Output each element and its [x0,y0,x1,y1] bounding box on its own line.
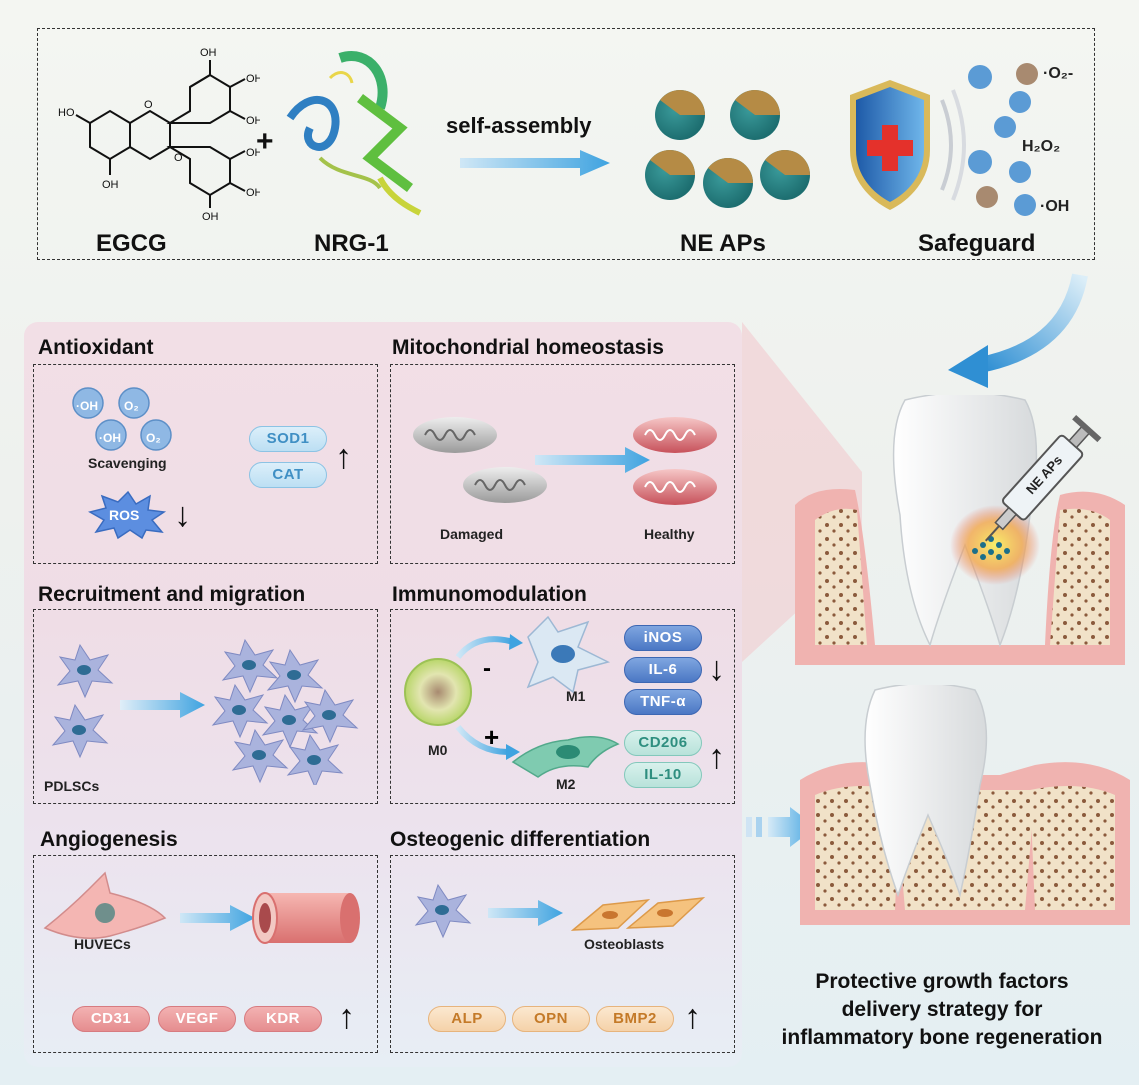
angio-up-arrow: ↑ [338,998,355,1036]
mitochondria-diagram [413,417,717,505]
immuno-title: Immunomodulation [392,583,587,606]
ros-down-arrow: ↓ [174,496,191,534]
strategy-line-2: delivery strategy for [841,998,1043,1021]
safeguard-label: Safeguard [918,230,1036,257]
stem-cells-diagram [51,638,359,785]
nrg1-protein-structure [286,51,422,216]
svg-text:O: O [144,99,153,111]
osteogenesis-diagram [414,883,706,939]
m2-label: M2 [556,776,576,792]
marker-il10: IL-10 [624,762,702,788]
m0-label: M0 [428,742,448,758]
arrow-self-assembly-icon [460,150,610,176]
hydroxyl-label: ·OH [1040,198,1070,215]
marker-bmp2: BMP2 [596,1006,674,1032]
mito-title: Mitochondrial homeostasis [392,336,664,359]
svg-text:O: O [174,152,183,164]
top-panel [37,28,1095,260]
m1-label: M1 [566,688,586,704]
damaged-label: Damaged [440,526,504,542]
inflamed-tooth-illustration [795,395,1125,665]
minus-sign: - [483,655,491,682]
marker-cat: CAT [249,462,327,488]
recruit-box [33,609,378,804]
radical-o2-1: O₂ [124,399,139,413]
marker-opn: OPN [512,1006,590,1032]
svg-text:OH: OH [102,179,119,191]
antioxidant-up-arrow: ↑ [335,438,352,476]
m2-up-arrow: ↑ [708,738,725,776]
healthy-tooth-illustration [800,685,1130,925]
plus-sign: + [256,125,274,158]
marker-cd31: CD31 [72,1006,150,1032]
marker-inos: iNOS [624,625,702,651]
osteoblasts-label: Osteoblasts [584,936,665,952]
marker-sod1: SOD1 [249,426,327,452]
radical-o2-2: O₂ [146,431,161,445]
egcg-label: EGCG [96,230,167,257]
svg-text:OH: OH [246,147,260,159]
svg-text:OH: OH [246,115,260,127]
pdlscs-label: PDLSCs [44,778,100,794]
recruit-title: Recruitment and migration [38,583,306,606]
ne-aps-nanoparticles [645,90,810,208]
ros-burst-icon [88,490,167,540]
osteo-up-arrow: ↑ [684,998,701,1036]
macrophage-diagram [404,615,620,778]
curved-arrow-icon [948,273,1088,388]
nrg1-label: NRG-1 [314,230,389,257]
marker-il6: IL-6 [624,657,702,683]
ros-molecules-icon [968,63,1038,216]
radical-oh-1: ·OH [76,399,98,413]
svg-text:OH: OH [202,211,219,223]
antioxidant-title: Antioxidant [38,336,154,359]
healthy-label: Healthy [644,526,695,542]
angiogenesis-diagram [43,871,360,944]
osteo-box [390,855,735,1053]
m1-down-arrow: ↓ [708,650,725,688]
radical-oh-2: ·OH [99,431,121,445]
svg-text:OH: OH [246,187,260,199]
scavenging-label: Scavenging [88,455,167,471]
marker-alp: ALP [428,1006,506,1032]
marker-cd206: CD206 [624,730,702,756]
peroxide-label: H₂O₂ [1022,138,1061,155]
marker-vegf: VEGF [158,1006,236,1032]
osteo-title: Osteogenic differentiation [390,828,651,851]
strategy-line-3: inflammatory bone regeneration [781,1026,1103,1049]
syringe-icon [984,414,1102,542]
svg-text:OH: OH [200,47,217,59]
svg-text:OH: OH [246,73,260,85]
superoxide-label: ·O₂- [1043,65,1074,82]
self-assembly-label: self-assembly [446,113,592,138]
mito-box [390,364,735,564]
angio-box [33,855,378,1053]
egcg-structure: HO OH OH OH OH O O OH OH OH [58,47,260,223]
strategy-line-1: Protective growth factors [815,970,1069,993]
marker-kdr: KDR [244,1006,322,1032]
ros-label: ROS [109,507,140,523]
marker-tnf: TNF-α [624,689,702,715]
radical-bubbles [72,387,172,451]
antioxidant-box [33,364,378,564]
huvecs-label: HUVECs [74,936,131,952]
shield-icon [850,80,966,210]
ne-aps-label: NE APs [680,230,766,257]
immuno-box [390,609,735,804]
svg-text:HO: HO [58,107,75,119]
arrow-to-healed-tooth-icon [746,807,816,847]
angio-title: Angiogenesis [40,828,178,851]
mechanism-panel [24,322,742,1067]
plus-sign-m2: + [484,722,500,752]
